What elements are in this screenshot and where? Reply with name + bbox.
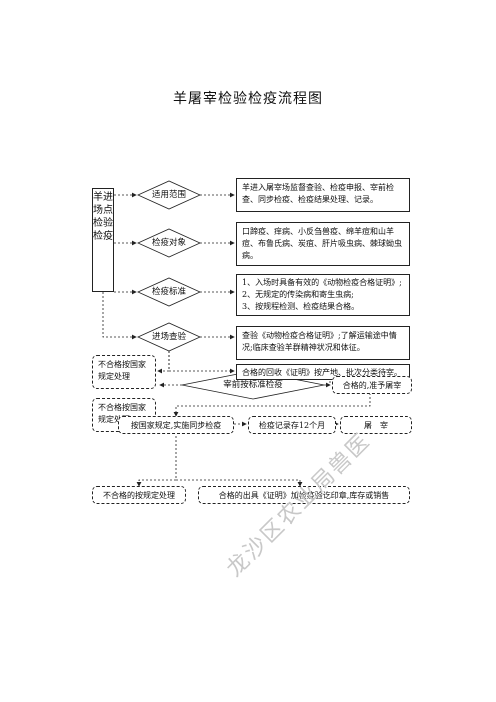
diamond-pre-slaughter-label: 宰前按标准检疫 <box>223 380 283 390</box>
standard-item-1: 1、入场时具备有效的《动物检疫合格证明》; <box>242 278 402 287</box>
qualified-slaughter-box: 合格的,准予屠宰 <box>332 376 412 394</box>
diamond-entry-label: 进场查验 <box>151 332 186 342</box>
qualified-issue-box: 合格的出具《证明》加检疫验讫印章,库存或销售 <box>198 486 410 504</box>
standard-item-3: 3、按规程检测、检疫结果合格。 <box>242 302 360 311</box>
diamond-object-label: 检疫对象 <box>151 238 186 248</box>
left-column-label: 羊进场点检验检疫 <box>92 188 114 292</box>
record-keep-box: 检疫记录存12个月 <box>248 416 336 434</box>
sync-check-box: 按国家规定,实施同步检疫 <box>118 416 234 434</box>
unqualified-box-1: 不合格按国家规定处理 <box>92 355 156 389</box>
page-title: 羊屠宰检验检疫流程图 <box>173 91 323 107</box>
object-description: 口蹄疫、痒病、小反刍兽疫、绵羊痘和山羊痘、布鲁氏病、炭疽、肝片吸虫病、棘球蚴虫病… <box>236 222 410 266</box>
diamond-standard-label: 检疫标准 <box>151 287 186 297</box>
unqualified-box-3: 不合格的按规定处理 <box>92 486 186 504</box>
diamond-scope-label: 适用范围 <box>151 190 186 200</box>
standard-description: 1、入场时具备有效的《动物检疫合格证明》; 2、无规定的传染病和寄生虫病; 3、… <box>236 274 410 316</box>
slaughter-box: 屠 宰 <box>340 416 412 434</box>
scope-description: 羊进入屠宰场监督查验、检疫申报、宰前检查、同步检疫、检疫结果处理、记录。 <box>236 178 410 212</box>
standard-item-2: 2、无规定的传染病和寄生虫病; <box>242 290 354 299</box>
entry-description: 查验《动物检疫合格证明》;了解运输途中情况;临床查验羊群精神状况和体征。 <box>236 326 410 360</box>
